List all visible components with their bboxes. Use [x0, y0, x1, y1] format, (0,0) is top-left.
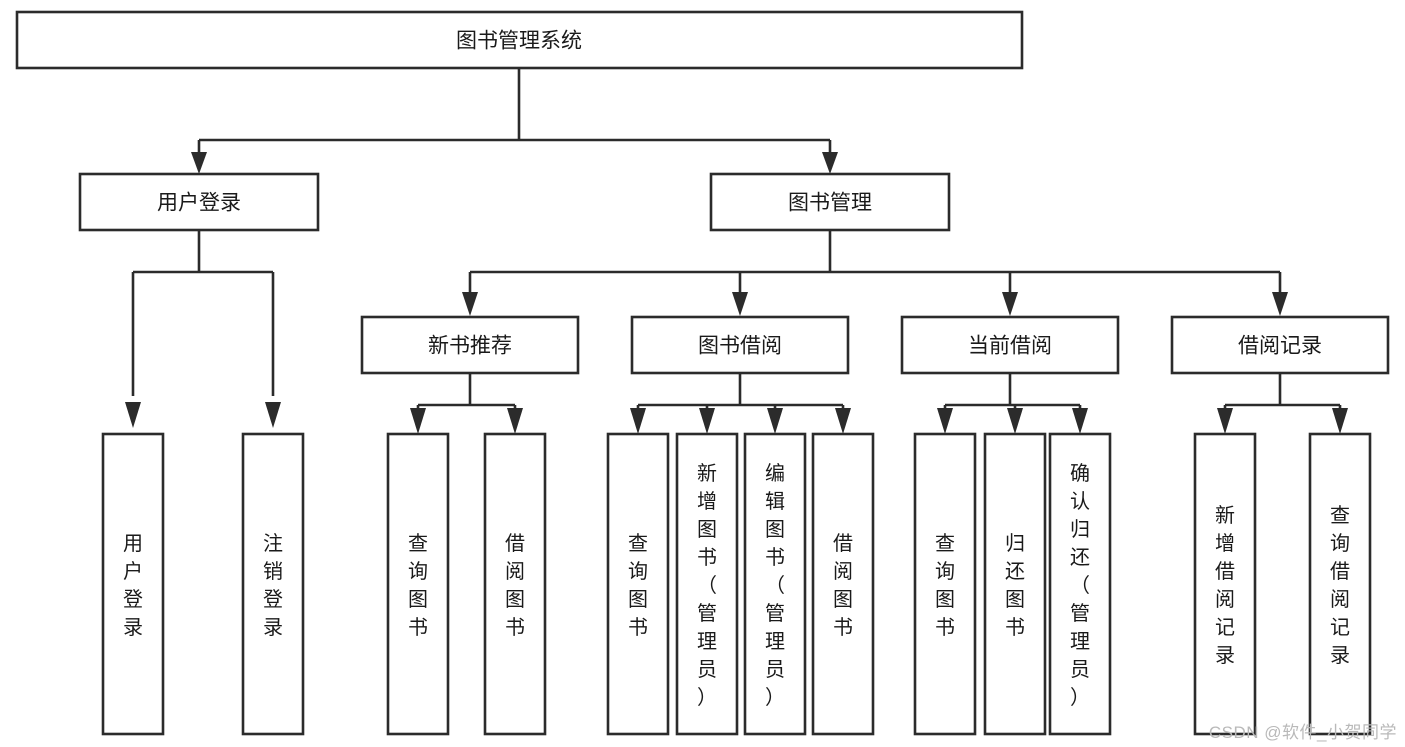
node-leaf-query-book-2-label: 查询图书	[628, 532, 648, 639]
node-root-box[interactable]	[15, 10, 1024, 70]
node-current-borrow-box[interactable]	[900, 315, 1120, 375]
node-current-borrow[interactable]: 当前借阅	[900, 315, 1120, 375]
arrow-bookmanage-to-currentborrow	[1002, 292, 1018, 316]
node-leaf-user-login[interactable]: 用户登录	[101, 432, 165, 736]
node-leaf-add-book[interactable]: 新增图书（管理员）	[675, 432, 739, 736]
arrow-bookborrow-leaf-4	[835, 408, 851, 434]
arrow-bookborrow-leaf-1	[630, 408, 646, 434]
node-leaf-return-book-label: 归还图书	[1005, 532, 1025, 639]
node-root[interactable]: 图书管理系统	[15, 10, 1024, 70]
node-leaf-borrow-book-2-label: 借阅图书	[833, 532, 853, 639]
node-book-manage-label: 图书管理	[788, 192, 872, 215]
arrow-root-to-book-manage	[822, 152, 838, 174]
node-leaf-confirm-return-label: 确认归还（管理员）	[1070, 462, 1090, 709]
node-leaf-logout-box[interactable]	[241, 432, 305, 736]
arrow-currentborrow-leaf-1	[937, 408, 953, 434]
node-borrow-record-label: 借阅记录	[1238, 335, 1322, 358]
node-new-book-rec[interactable]: 新书推荐	[360, 315, 580, 375]
csdn-watermark: CSDN @软件_小贺同学	[1208, 723, 1397, 742]
node-leaf-return-book[interactable]: 归还图书	[983, 432, 1047, 736]
node-leaf-confirm-return-box[interactable]	[1048, 432, 1112, 736]
node-leaf-query-book-1[interactable]: 查询图书	[386, 432, 450, 736]
node-leaf-query-book-3[interactable]: 查询图书	[913, 432, 977, 736]
node-leaf-edit-book-box[interactable]	[743, 432, 807, 736]
node-leaf-query-record[interactable]: 查询借阅记录	[1308, 432, 1372, 736]
node-root-label: 图书管理系统	[456, 30, 582, 53]
node-leaf-user-login-box[interactable]	[101, 432, 165, 736]
node-book-manage-box[interactable]	[709, 172, 951, 232]
node-leaf-borrow-book-1-box[interactable]	[483, 432, 547, 736]
arrow-newbook-leaf-2	[507, 408, 523, 434]
connector-layer	[125, 68, 1348, 434]
node-leaf-borrow-book-2-box[interactable]	[811, 432, 875, 736]
node-leaf-add-record[interactable]: 新增借阅记录	[1193, 432, 1257, 736]
arrow-currentborrow-leaf-3	[1072, 408, 1088, 434]
node-leaf-edit-book-label: 编辑图书（管理员）	[765, 462, 785, 709]
node-leaf-user-login-label: 用户登录	[123, 533, 143, 639]
node-new-book-rec-box[interactable]	[360, 315, 580, 375]
node-book-borrow-box[interactable]	[630, 315, 850, 375]
node-leaf-logout-label: 注销登录	[263, 532, 283, 639]
node-leaf-borrow-book-2[interactable]: 借阅图书	[811, 432, 875, 736]
node-leaf-add-book-box[interactable]	[675, 432, 739, 736]
node-leaf-borrow-book-1-label: 借阅图书	[505, 532, 525, 639]
node-leaf-query-book-2-box[interactable]	[606, 432, 670, 736]
node-leaf-query-book-1-box[interactable]	[386, 432, 450, 736]
node-leaf-return-book-box[interactable]	[983, 432, 1047, 736]
node-borrow-record-box[interactable]	[1170, 315, 1390, 375]
node-leaf-query-record-box[interactable]	[1308, 432, 1372, 736]
node-leaf-query-book-3-label: 查询图书	[935, 532, 955, 639]
arrow-borrowrecord-leaf-1	[1217, 408, 1233, 434]
node-user-login[interactable]: 用户登录	[78, 172, 320, 232]
node-leaf-query-book-2[interactable]: 查询图书	[606, 432, 670, 736]
node-current-borrow-label: 当前借阅	[968, 335, 1052, 358]
node-leaf-query-book-3-box[interactable]	[913, 432, 977, 736]
arrow-currentborrow-leaf-2	[1007, 408, 1023, 434]
node-borrow-record[interactable]: 借阅记录	[1170, 315, 1390, 375]
arrow-root-to-user-login	[191, 152, 207, 174]
arrow-userlogin-leaf-2	[265, 402, 281, 428]
node-user-login-box[interactable]	[78, 172, 320, 232]
node-leaf-confirm-return[interactable]: 确认归还（管理员）	[1048, 432, 1112, 736]
arrow-bookmanage-to-bookborrow	[732, 292, 748, 316]
arrow-borrowrecord-leaf-2	[1332, 408, 1348, 434]
arrow-bookmanage-to-newbook	[462, 292, 478, 316]
node-leaf-query-book-1-label: 查询图书	[408, 532, 428, 639]
node-book-manage[interactable]: 图书管理	[709, 172, 951, 232]
node-book-borrow-label: 图书借阅	[698, 335, 782, 358]
node-book-borrow[interactable]: 图书借阅	[630, 315, 850, 375]
arrow-bookmanage-to-borrowrecord	[1272, 292, 1288, 316]
arrow-newbook-leaf-1	[410, 408, 426, 434]
node-user-login-label: 用户登录	[157, 192, 241, 215]
node-leaf-logout[interactable]: 注销登录	[241, 432, 305, 736]
node-leaf-borrow-book-1[interactable]: 借阅图书	[483, 432, 547, 736]
arrow-userlogin-leaf-1	[125, 402, 141, 428]
node-leaf-edit-book[interactable]: 编辑图书（管理员）	[743, 432, 807, 736]
node-leaf-add-record-box[interactable]	[1193, 432, 1257, 736]
node-new-book-rec-label: 新书推荐	[428, 335, 512, 358]
node-leaf-add-book-label: 新增图书（管理员）	[697, 462, 717, 709]
node-leaf-query-record-label: 查询借阅记录	[1330, 504, 1350, 667]
node-leaf-add-record-label: 新增借阅记录	[1215, 504, 1235, 667]
arrow-bookborrow-leaf-3	[767, 408, 783, 434]
arrow-bookborrow-leaf-2	[699, 408, 715, 434]
